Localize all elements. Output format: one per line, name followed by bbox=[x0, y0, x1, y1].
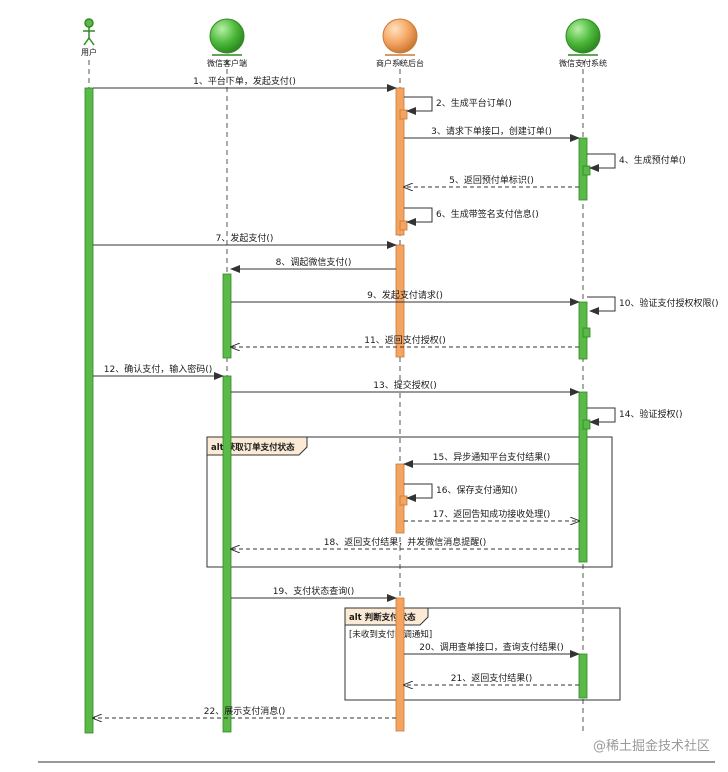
message-label: 15、异步通知平台支付结果() bbox=[433, 451, 550, 463]
message-18: 18、返回支付结果，并发微信消息提醒() bbox=[231, 536, 579, 549]
message-16: 16、保存支付通知() bbox=[404, 483, 517, 502]
activation-bar bbox=[395, 244, 405, 358]
activation-bar bbox=[222, 375, 232, 733]
message-8: 8、调起微信支付() bbox=[230, 256, 396, 273]
message-label: 9、发起支付请求() bbox=[367, 289, 443, 301]
participant-wechat-client: 微信客户端 bbox=[207, 18, 247, 68]
activation-bar bbox=[222, 273, 232, 359]
activation-bar bbox=[395, 87, 405, 236]
message-11: 11、返回支付授权() bbox=[231, 334, 579, 347]
message-label: 13、提交授权() bbox=[373, 379, 436, 391]
message-label: 6、生成带签名支付信息() bbox=[436, 208, 539, 220]
activation-bar bbox=[84, 87, 94, 734]
self-call-arrow bbox=[404, 207, 433, 226]
message-17: 17、返回告知成功接收处理() bbox=[404, 508, 579, 521]
message-3: 3、请求下单接口，创建订单() bbox=[404, 125, 580, 142]
participant-label: 微信客户端 bbox=[207, 58, 247, 68]
self-call-arrow bbox=[404, 483, 433, 502]
message-6: 6、生成带签名支付信息() bbox=[404, 207, 539, 226]
message-7: 7、发起支付() bbox=[93, 232, 397, 249]
message-10: 10、验证支付授权权限() bbox=[587, 296, 718, 315]
activation-bar bbox=[395, 597, 405, 732]
message-19: 19、支付状态查询() bbox=[231, 585, 397, 602]
message-label: 5、返回预付单标识() bbox=[449, 174, 534, 186]
message-5: 5、返回预付单标识() bbox=[404, 174, 579, 187]
message-13: 13、提交授权() bbox=[231, 379, 580, 396]
message-1: 1、平台下单，发起支付() bbox=[93, 75, 397, 92]
participant-wxpay: 微信支付系统 bbox=[559, 18, 607, 68]
message-label: 7、发起支付() bbox=[216, 232, 274, 244]
self-call-arrow bbox=[587, 153, 616, 172]
message-label: 22、展示支付消息() bbox=[204, 705, 285, 717]
message-label: 16、保存支付通知() bbox=[436, 484, 517, 496]
fragment-check-payment-status: alt 判断支付状态 [未收到支付回调通知] bbox=[344, 607, 621, 701]
fragment-guard: [未收到支付回调通知] bbox=[349, 629, 432, 640]
fragment-title: alt 判断支付状态 bbox=[349, 612, 416, 623]
activation-bar bbox=[582, 419, 591, 430]
message-label: 17、返回告知成功接收处理() bbox=[433, 508, 550, 520]
message-label: 14、验证授权() bbox=[619, 408, 682, 420]
activation-bar bbox=[399, 495, 408, 506]
message-label: 8、调起微信支付() bbox=[276, 256, 352, 268]
message-label: 2、生成平台订单() bbox=[436, 97, 512, 109]
message-14: 14、验证授权() bbox=[587, 407, 682, 426]
participant-label: 商户系统后台 bbox=[376, 58, 424, 68]
message-label: 12、确认支付，输入密码() bbox=[104, 363, 212, 375]
activation-bar bbox=[582, 165, 591, 176]
activation-bar bbox=[399, 220, 408, 231]
entity-icon bbox=[565, 18, 601, 54]
actor-icon bbox=[83, 18, 95, 46]
message-label: 4、生成预付单() bbox=[619, 154, 686, 166]
activation-bar bbox=[582, 327, 591, 338]
message-label: 3、请求下单接口，创建订单() bbox=[431, 125, 552, 137]
activation-bar bbox=[578, 391, 588, 563]
message-label: 18、返回支付结果，并发微信消息提醒() bbox=[324, 536, 486, 548]
participant-label: 微信支付系统 bbox=[559, 58, 607, 68]
message-label: 19、支付状态查询() bbox=[273, 585, 354, 597]
message-20: 20、调用查单接口，查询支付结果() bbox=[404, 641, 580, 658]
message-label: 11、返回支付授权() bbox=[364, 334, 445, 346]
self-call-arrow bbox=[587, 407, 616, 426]
self-call-arrow bbox=[587, 296, 616, 315]
activation-bar bbox=[578, 653, 588, 699]
message-22: 22、展示支付消息() bbox=[93, 705, 396, 718]
self-call-arrow bbox=[404, 96, 433, 115]
participant-label: 用户 bbox=[81, 47, 97, 57]
activation-bar bbox=[399, 109, 408, 120]
message-9: 9、发起支付请求() bbox=[231, 289, 580, 306]
fragment-title: alt 获取订单支付状态 bbox=[211, 442, 295, 453]
message-label: 20、调用查单接口，查询支付结果() bbox=[419, 641, 563, 653]
message-2: 2、生成平台订单() bbox=[404, 96, 512, 115]
message-label: 1、平台下单，发起支付() bbox=[193, 75, 296, 87]
messages-layer: 1、平台下单，发起支付() 2、生成平台订单() 3、请求下单接口，创建订单() 4、… bbox=[93, 75, 718, 718]
message-21: 21、返回支付结果() bbox=[404, 672, 579, 685]
entity-icon bbox=[209, 18, 245, 54]
participant-user: 用户 bbox=[81, 18, 97, 57]
message-12: 12、确认支付，输入密码() bbox=[93, 363, 224, 380]
fragment-get-order-status: alt 获取订单支付状态 bbox=[206, 436, 613, 568]
message-label: 10、验证支付授权权限() bbox=[619, 297, 718, 309]
participant-merchant: 商户系统后台 bbox=[376, 18, 424, 68]
entity-icon bbox=[382, 18, 418, 54]
message-15: 15、异步通知平台支付结果() bbox=[403, 451, 579, 468]
message-4: 4、生成预付单() bbox=[587, 153, 686, 172]
watermark: @稀土掘金技术社区 bbox=[593, 738, 710, 754]
message-label: 21、返回支付结果() bbox=[451, 672, 532, 684]
